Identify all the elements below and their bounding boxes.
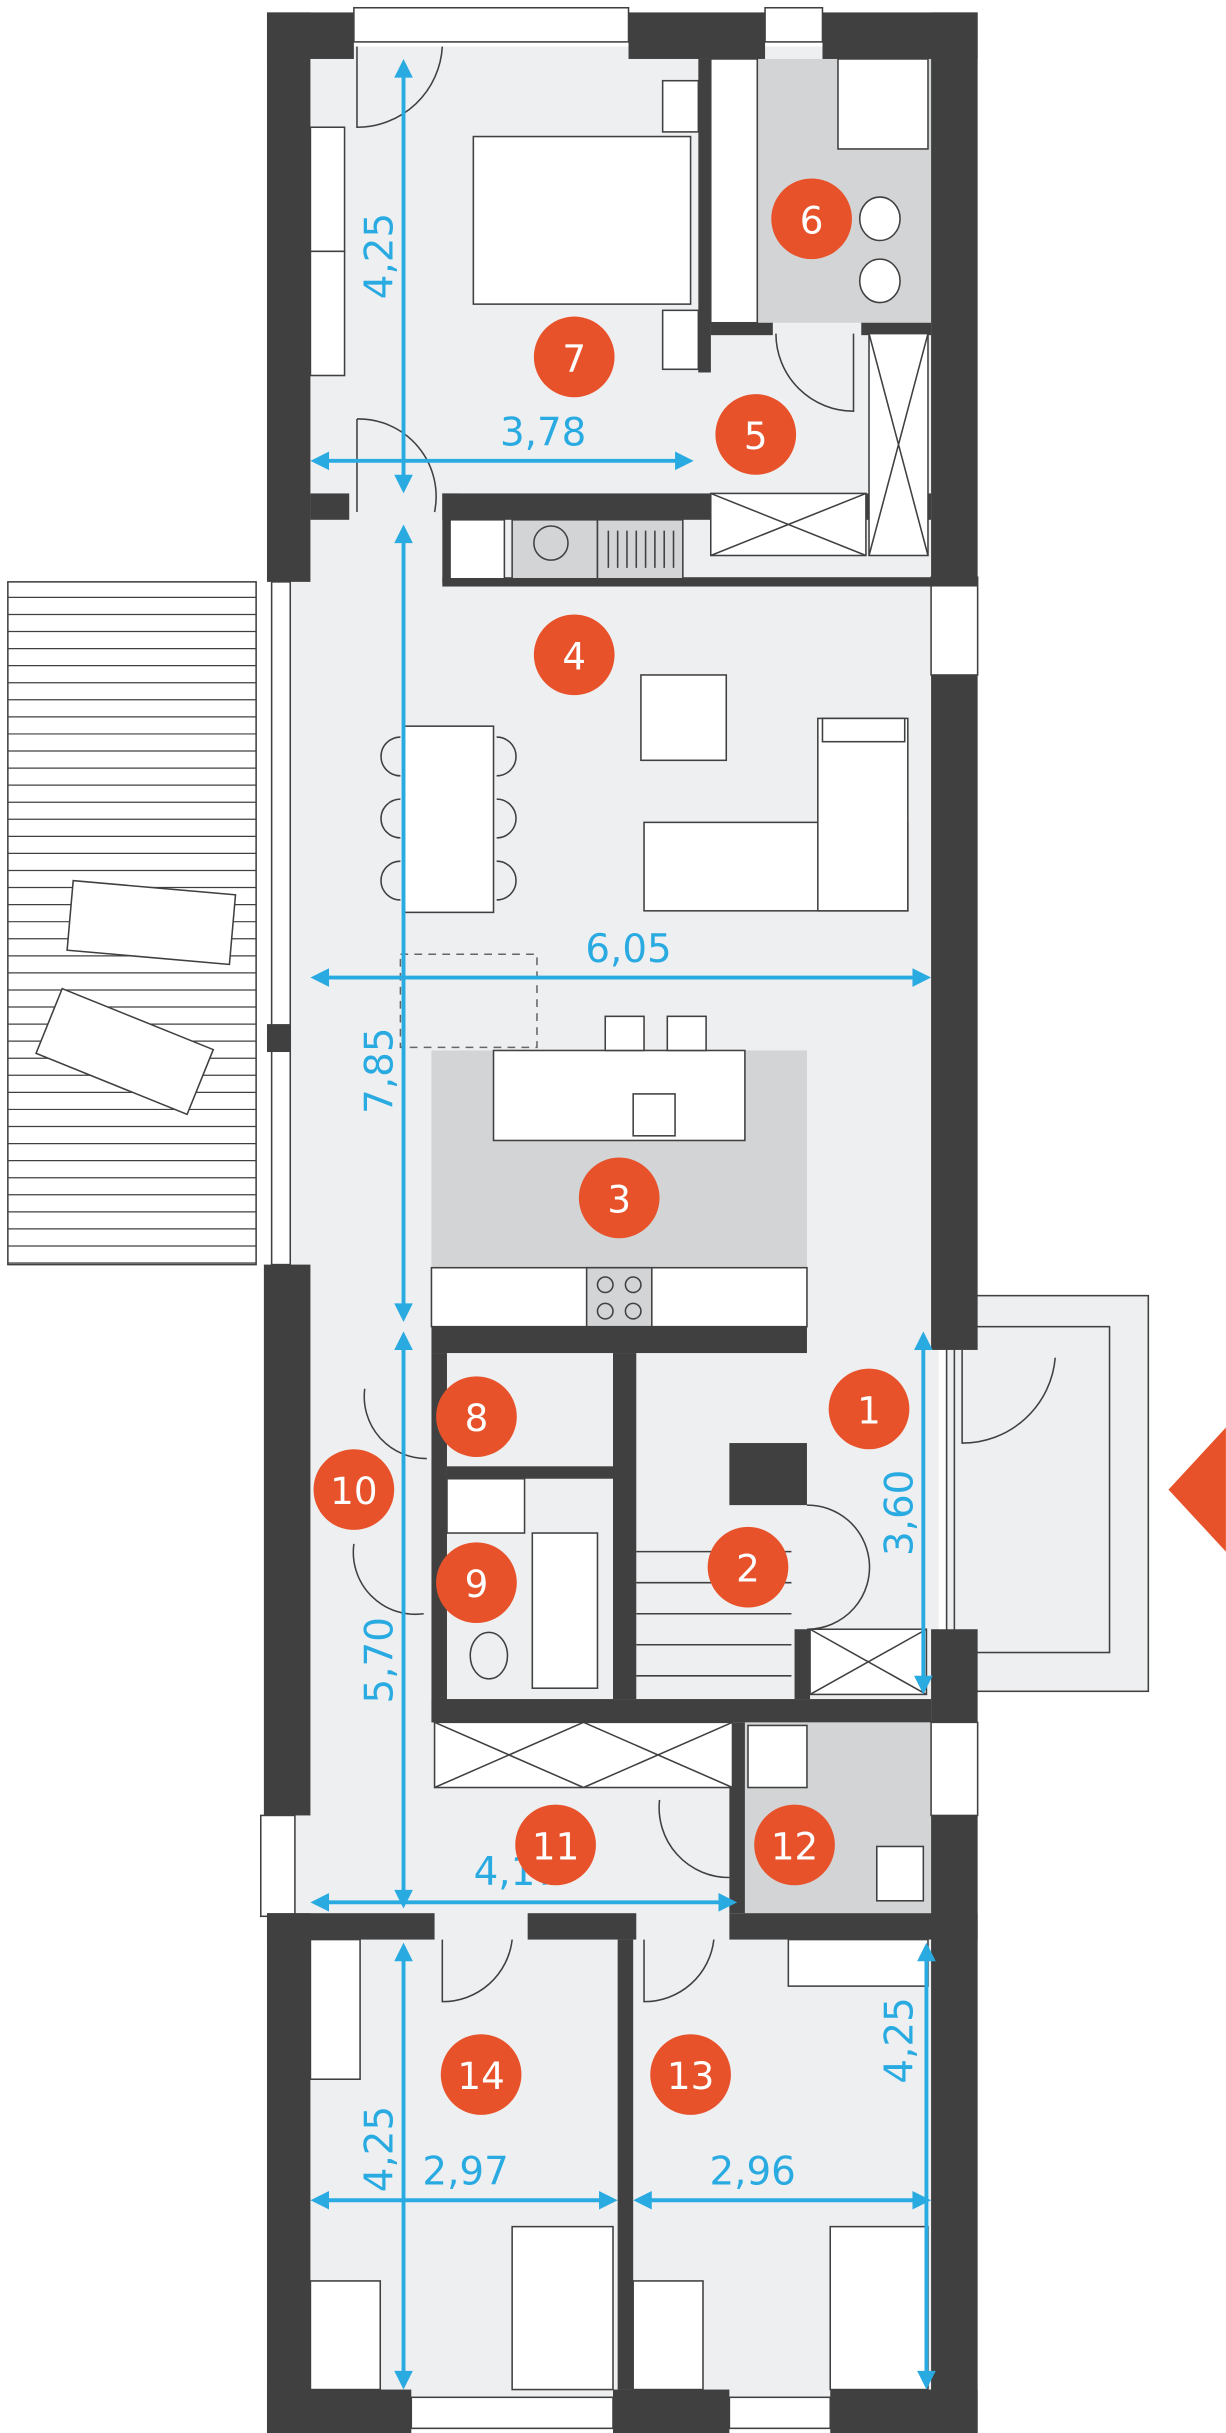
room-number: 8 bbox=[465, 1396, 489, 1440]
room-badge-9: 9 bbox=[436, 1542, 517, 1624]
dimension-entrance-height: 3,60 bbox=[878, 1331, 933, 1695]
room-number: 3 bbox=[607, 1177, 631, 1221]
room-badge-6: 6 bbox=[771, 178, 852, 260]
walls bbox=[263, 12, 978, 2433]
room-badge-4: 4 bbox=[533, 614, 615, 696]
dimension-living-width: 6,05 bbox=[310, 927, 932, 987]
room-badge-10: 10 bbox=[313, 1449, 395, 1530]
room-number: 14 bbox=[457, 2054, 504, 2098]
dimension-hall-height: 5,70 bbox=[358, 1331, 413, 1909]
room-badge-14: 14 bbox=[440, 2034, 522, 2115]
dimension-label: 5,70 bbox=[358, 1617, 403, 1703]
room-number: 5 bbox=[744, 414, 768, 458]
dimension-label: 7,85 bbox=[358, 1027, 403, 1113]
room-number: 10 bbox=[330, 1469, 377, 1513]
room-number: 6 bbox=[800, 198, 824, 242]
dimension-label: 6,05 bbox=[585, 927, 671, 972]
room-badge-3: 3 bbox=[578, 1157, 660, 1239]
entrance-arrow-icon bbox=[1168, 1427, 1226, 1552]
dimension-room14-width: 2,97 bbox=[310, 2150, 618, 2210]
room-badge-1: 1 bbox=[828, 1368, 910, 1450]
dimension-room13-height: 4,25 bbox=[878, 1942, 936, 2390]
room-badge-8: 8 bbox=[436, 1376, 517, 1458]
room-number: 12 bbox=[771, 1824, 818, 1868]
dimension-room14-height: 4,25 bbox=[358, 1942, 413, 2390]
room-number: 2 bbox=[736, 1547, 760, 1591]
dimension-label: 4,25 bbox=[358, 213, 403, 299]
room-number: 7 bbox=[562, 336, 586, 380]
entrance-steps bbox=[945, 1294, 1150, 1693]
dimension-bedroom-width: 3,78 bbox=[310, 410, 694, 471]
dimension-label: 2,97 bbox=[422, 2150, 508, 2195]
windows bbox=[259, 6, 979, 2430]
terrace bbox=[7, 581, 257, 1266]
dimension-room13-width: 2,96 bbox=[633, 2150, 932, 2210]
room-badge-2: 2 bbox=[707, 1526, 789, 1608]
dimension-label: 4,25 bbox=[358, 2106, 403, 2192]
dimension-label: 2,96 bbox=[709, 2150, 795, 2195]
furniture bbox=[309, 46, 1056, 2391]
room-badge-12: 12 bbox=[754, 1804, 835, 1886]
room-number: 1 bbox=[857, 1388, 881, 1432]
room-number: 4 bbox=[562, 634, 586, 678]
dimension-living-height: 7,85 bbox=[358, 524, 413, 1323]
room-number: 11 bbox=[532, 1824, 579, 1868]
dimension-label: 4,25 bbox=[878, 1997, 923, 2083]
room-badge-7: 7 bbox=[533, 316, 615, 398]
room-badge-11: 11 bbox=[515, 1804, 596, 1886]
room-number: 9 bbox=[465, 1562, 489, 1606]
dimension-label: 3,78 bbox=[500, 410, 586, 455]
dimension-bedroom-height: 4,25 bbox=[358, 58, 413, 494]
dimension-label: 3,60 bbox=[878, 1470, 923, 1556]
room-badge-13: 13 bbox=[650, 2034, 731, 2115]
room-badge-5: 5 bbox=[715, 394, 797, 475]
room-number: 13 bbox=[667, 2054, 714, 2098]
